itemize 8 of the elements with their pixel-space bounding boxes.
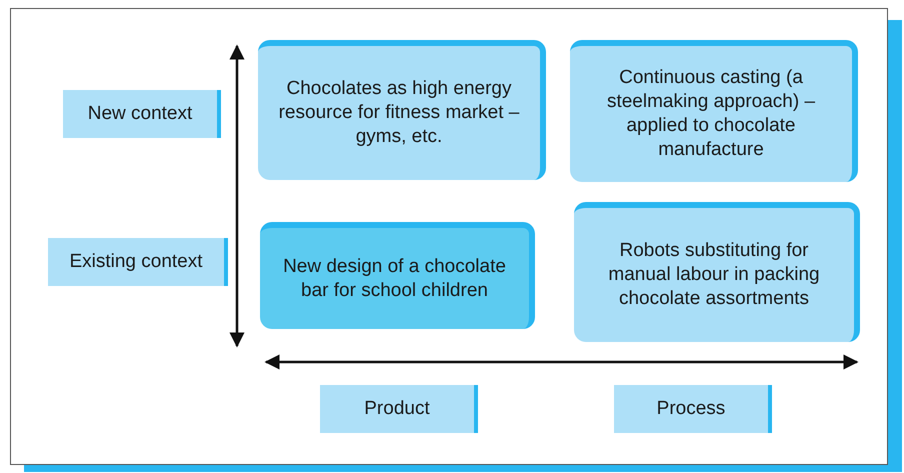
axis-label: Existing context	[48, 238, 228, 286]
quadrant-card: Robots substituting for manual labour in packing chocolate assortments	[574, 202, 860, 342]
quadrant-card: New design of a chocolate bar for school children	[260, 222, 535, 329]
quadrant-card: Chocolates as high energy resource for fitness market – gyms, etc.	[258, 40, 546, 180]
axis-label: Process	[614, 385, 772, 433]
axis-label: New context	[63, 90, 221, 138]
axis-label: Product	[320, 385, 478, 433]
quadrant-card: Continuous casting (a steelmaking approach) – applied to chocolate manufacture	[570, 40, 858, 182]
